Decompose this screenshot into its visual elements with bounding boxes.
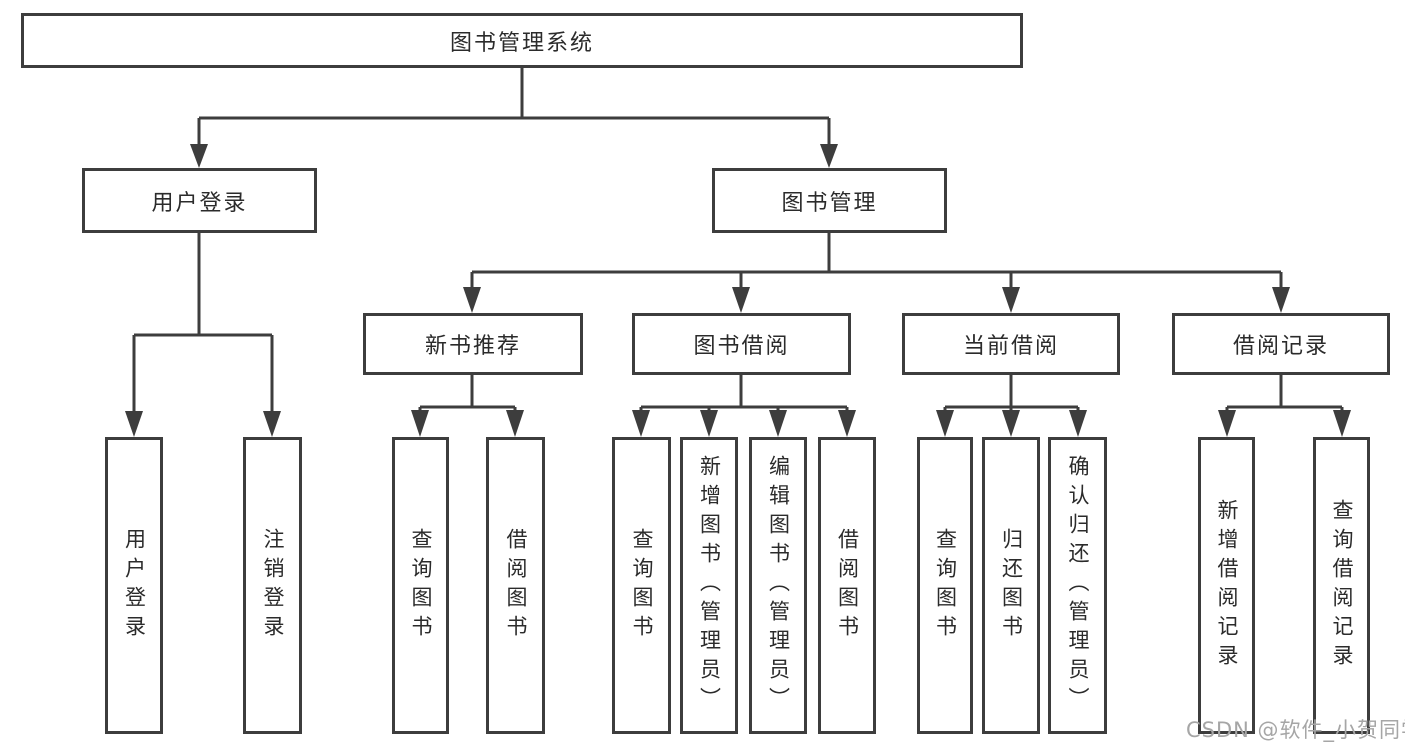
node-library-management-system: 图书管理系统 bbox=[21, 13, 1023, 68]
leaf-borrow-books-recommend: 借阅图书 bbox=[486, 437, 545, 734]
leaf-query-books-recommend: 查询图书 bbox=[392, 437, 449, 734]
node-current-borrow: 当前借阅 bbox=[902, 313, 1120, 375]
node-book-borrow: 图书借阅 bbox=[632, 313, 851, 375]
arrowhead-icons bbox=[125, 144, 1351, 437]
leaf-edit-books-admin: 编辑图书（管理员） bbox=[749, 437, 807, 734]
leaf-borrow-books: 借阅图书 bbox=[818, 437, 876, 734]
leaf-user-login: 用户登录 bbox=[105, 437, 163, 734]
leaf-query-borrow-record: 查询借阅记录 bbox=[1313, 437, 1370, 734]
leaf-add-books-admin: 新增图书（管理员） bbox=[680, 437, 738, 734]
leaf-logout: 注销登录 bbox=[243, 437, 302, 734]
node-book-management: 图书管理 bbox=[712, 168, 947, 233]
node-user-login: 用户登录 bbox=[82, 168, 317, 233]
csdn-watermark: CSDN @软件_小贺同学 bbox=[1186, 718, 1405, 742]
node-borrow-records: 借阅记录 bbox=[1172, 313, 1390, 375]
leaf-return-books: 归还图书 bbox=[982, 437, 1040, 734]
leaf-confirm-return-admin: 确认归还（管理员） bbox=[1048, 437, 1107, 734]
leaf-add-borrow-record: 新增借阅记录 bbox=[1198, 437, 1255, 734]
leaf-query-books-borrow: 查询图书 bbox=[612, 437, 671, 734]
node-new-book-recommend: 新书推荐 bbox=[363, 313, 583, 375]
leaf-query-books-current: 查询图书 bbox=[917, 437, 973, 734]
